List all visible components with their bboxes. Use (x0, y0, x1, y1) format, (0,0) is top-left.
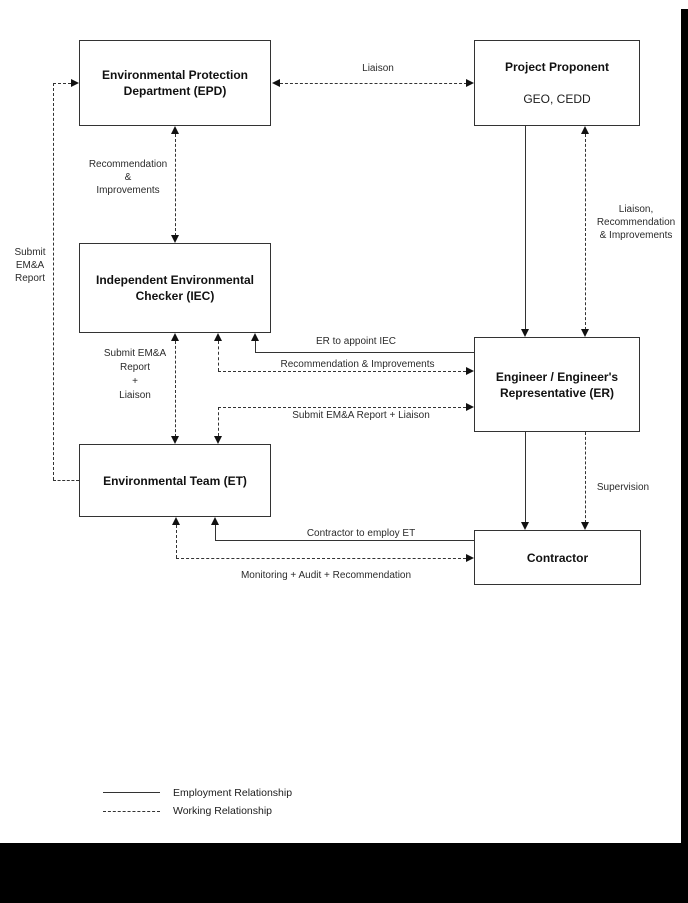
right-frame-bar (681, 9, 688, 903)
arrowhead-into-epd-right (272, 79, 280, 87)
iec-box: Independent Environmental Checker (IEC) (79, 243, 271, 333)
arrowhead-into-iec-bottom-left (171, 333, 179, 341)
epd-box: Environmental Protection Department (EPD… (79, 40, 271, 126)
et-box-label: Environmental Team (ET) (103, 473, 247, 488)
edge-submit-ema-bottom-segment (53, 480, 79, 481)
arrowhead-into-er-top-dashed (581, 329, 589, 337)
arrowhead-into-pp-bottom (581, 126, 589, 134)
arrowhead-into-et-bottom-dashed (172, 517, 180, 525)
edge-er-appoint-iec-horizontal (255, 352, 474, 353)
contractor-box: Contractor (474, 530, 641, 585)
er-box-label: Engineer / Engineer's Representative (ER… (495, 369, 619, 400)
arrowhead-into-iec-top (171, 235, 179, 243)
arrowhead-into-iec-bottom-solid (251, 333, 259, 341)
edge-et-contractor-horizontal (176, 558, 466, 559)
edge-et-contractor-vertical (176, 525, 177, 558)
liaison-label: Liaison (362, 63, 394, 74)
arrowhead-into-er-left-upper (466, 367, 474, 375)
edge-pp-er-dashed-line (585, 134, 586, 330)
supervision-label: Supervision (596, 482, 650, 493)
liaison-recommendation-improvements-label: Liaison, Recommendation & Improvements (596, 204, 676, 241)
arrowhead-into-pp-left (466, 79, 474, 87)
arrowhead-into-epd-bottom (171, 126, 179, 134)
contractor-to-employ-et-label: Contractor to employ ET (306, 528, 416, 539)
arrowhead-into-epd-left (71, 79, 79, 87)
iec-box-label: Independent Environmental Checker (IEC) (95, 273, 254, 303)
submit-ema-report-label: Submit EM&A Report (14, 247, 46, 284)
legend-dashed-line-sample (103, 811, 160, 812)
edge-pp-er-solid-line (525, 126, 526, 330)
et-box: Environmental Team (ET) (79, 444, 271, 517)
project-proponent-subtitle: GEO, CEDD (523, 92, 591, 106)
bottom-frame-bar (0, 843, 688, 903)
recommendation-improvements-label: Recommendation & Improvements (88, 159, 168, 196)
er-box: Engineer / Engineer's Representative (ER… (474, 337, 640, 432)
arrowhead-into-er-top-solid (521, 329, 529, 337)
legend-employment-label: Employment Relationship (173, 787, 293, 799)
edge-submit-ema-vertical (53, 83, 54, 480)
edge-epd-iec-line (175, 134, 176, 236)
project-proponent-title: Project Proponent (504, 60, 609, 74)
recommendation-improvements-horizontal-label: Recommendation & Improvements (280, 359, 435, 370)
edge-submit-ema-top-segment (53, 83, 71, 84)
arrowhead-into-iec-bottom-dashed (214, 333, 222, 341)
monitoring-audit-recommendation-label: Monitoring + Audit + Recommendation (240, 570, 412, 581)
contractor-box-label: Contractor (526, 550, 589, 565)
arrowhead-into-et-bottom-solid (211, 517, 219, 525)
edge-contractor-et-horizontal (215, 540, 474, 541)
arrowhead-into-et-top-left (171, 436, 179, 444)
edge-er-contractor-solid-line (525, 432, 526, 523)
edge-contractor-et-vertical (215, 525, 216, 540)
legend-working-label: Working Relationship (173, 805, 273, 817)
edge-iec-er-vertical (218, 341, 219, 371)
edge-et-er-vertical (218, 407, 219, 436)
edge-et-er-horizontal (218, 407, 466, 408)
edge-er-contractor-dashed-line (585, 432, 586, 523)
edge-iec-er-horizontal (218, 371, 466, 372)
edge-liaison-line (280, 83, 467, 84)
submit-ema-report-liaison-vertical-label: Submit EM&A Report + Liaison (103, 348, 167, 401)
edge-iec-et-line (175, 341, 176, 437)
arrowhead-into-et-top-right (214, 436, 222, 444)
epd-box-label: Environmental Protection Department (EPD… (101, 68, 249, 98)
er-to-appoint-iec-label: ER to appoint IEC (315, 336, 397, 347)
legend-solid-line-sample (103, 792, 160, 793)
arrowhead-into-contractor-top-dashed (581, 522, 589, 530)
edge-er-appoint-iec-vertical (255, 341, 256, 352)
arrowhead-into-er-left-lower (466, 403, 474, 411)
submit-ema-report-liaison-horizontal-label: Submit EM&A Report + Liaison (292, 410, 430, 421)
arrowhead-into-contractor-left (466, 554, 474, 562)
project-proponent-box: Project Proponent GEO, CEDD (474, 40, 640, 126)
arrowhead-into-contractor-top-solid (521, 522, 529, 530)
